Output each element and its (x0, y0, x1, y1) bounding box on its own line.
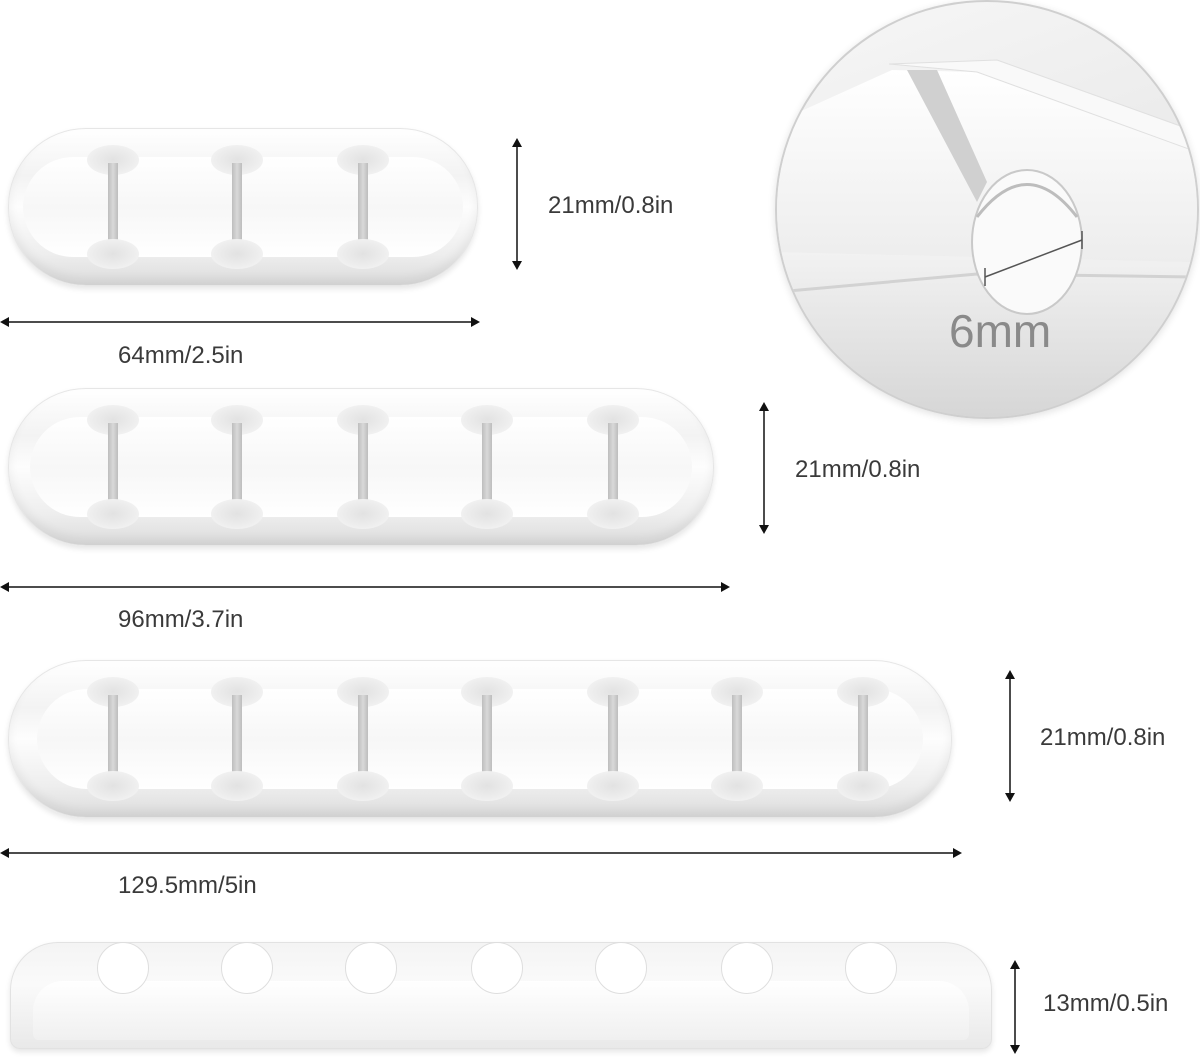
cable-slot (711, 677, 763, 801)
cable-slot (461, 405, 513, 529)
cable-slot (461, 677, 513, 801)
width-label: 129.5mm/5in (118, 872, 257, 899)
cable-hole (845, 942, 897, 994)
cable-slot (337, 145, 389, 269)
width-arrow (0, 848, 962, 858)
cable-hole (97, 942, 149, 994)
height-arrow (1005, 670, 1015, 802)
cable-slot (211, 405, 263, 529)
slot-detail-illustration (777, 59, 1197, 417)
cable-clip-7-slot (8, 660, 952, 818)
cable-hole (471, 942, 523, 994)
width-arrow (0, 317, 480, 327)
height-label: 21mm/0.8in (548, 192, 674, 219)
height-label: 21mm/0.8in (1040, 724, 1166, 751)
cable-slot (587, 677, 639, 801)
cable-clip-3-slot (8, 128, 478, 286)
height-arrow (759, 402, 769, 534)
cable-slot (337, 405, 389, 529)
cable-hole (345, 942, 397, 994)
cable-slot (87, 677, 139, 801)
width-label: 64mm/2.5in (118, 342, 244, 369)
height-arrow (1010, 960, 1020, 1054)
cable-slot (337, 677, 389, 801)
width-label: 96mm/3.7in (118, 606, 244, 633)
diameter-label: 6mm (949, 305, 1052, 357)
height-label: 21mm/0.8in (795, 456, 921, 483)
cable-hole (595, 942, 647, 994)
width-arrow (0, 582, 730, 592)
cable-hole (221, 942, 273, 994)
cable-slot (211, 145, 263, 269)
cable-slot (87, 145, 139, 269)
cable-clip-5-slot (8, 388, 714, 546)
height-label: 13mm/0.5in (1043, 990, 1169, 1017)
cable-slot (837, 677, 889, 801)
cable-hole (721, 942, 773, 994)
cable-slot (211, 677, 263, 801)
cable-clip-side-profile (10, 942, 992, 1049)
zoom-detail-circle: 6mm (775, 0, 1199, 419)
height-arrow (512, 138, 522, 270)
cable-slot (587, 405, 639, 529)
cable-slot (87, 405, 139, 529)
